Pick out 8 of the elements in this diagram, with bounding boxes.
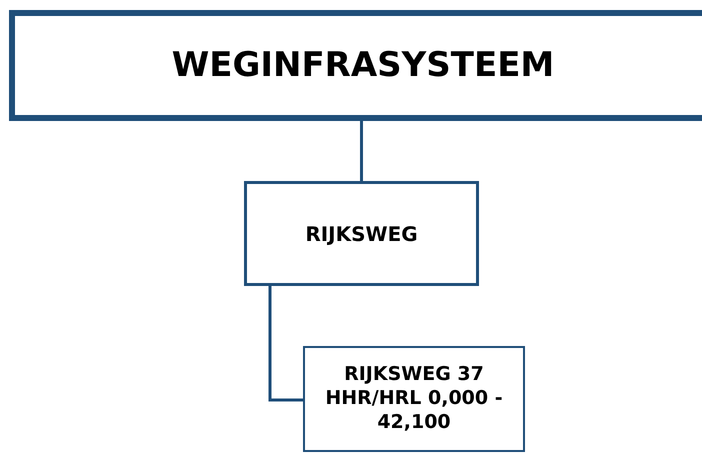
box-label: RIJKSWEG <box>305 222 418 246</box>
connector-line <box>268 286 303 402</box>
org-box <box>9 10 702 121</box>
org-box <box>303 346 525 452</box>
box-label: RIJKSWEG 37 HHR/HRL 0,000 - 42,100 <box>324 363 504 435</box>
org-box <box>244 181 479 286</box>
box-label: WEGINFRASYSTEEM <box>172 45 554 86</box>
connector-line <box>360 121 363 181</box>
